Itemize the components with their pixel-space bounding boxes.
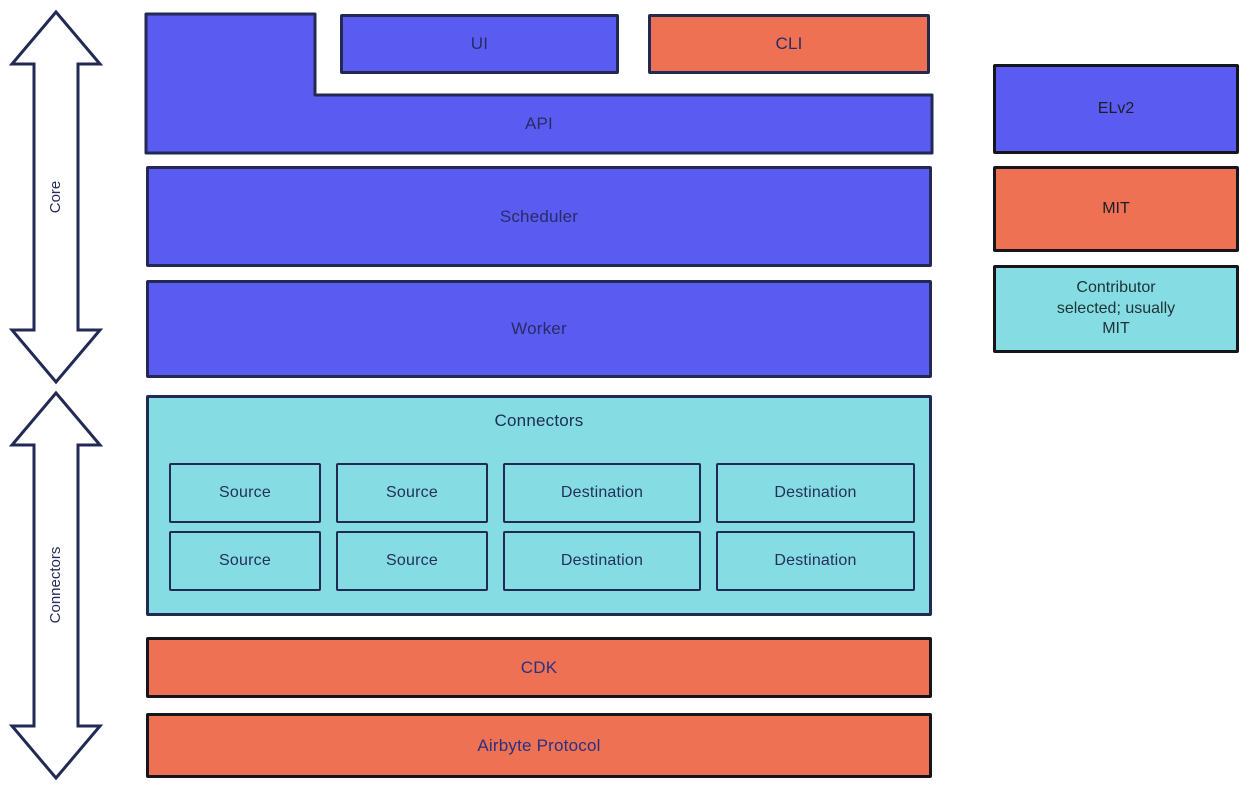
legend-contributor: Contributor selected; usually MIT [993,265,1239,353]
legend-elv2-label: ELv2 [1097,99,1135,117]
core-double-arrow-icon [8,9,104,385]
scheduler-block-label: Scheduler [499,206,579,226]
legend-contributor-line: Contributor [1076,278,1156,296]
worker-block-label: Worker [511,319,567,338]
api-block-label: API [524,114,553,133]
ui-block: UI [340,14,619,74]
source-box-label: Source [219,484,271,501]
source-box: Source [169,531,321,591]
destination-box-label: Destination [774,484,857,501]
source-box-label: Source [386,484,438,501]
destination-box: Destination [716,463,915,523]
connectors-arrow-label: Connectors [47,546,64,624]
destination-box-label: Destination [560,484,644,501]
scheduler-block: Scheduler [146,166,932,267]
destination-box: Destination [716,531,915,591]
ui-block-label: UI [470,34,489,53]
destination-box-label: Destination [774,552,857,569]
legend-elv2: ELv2 [993,64,1239,154]
cli-block: CLI [648,14,930,74]
legend-contributor-line: MIT [1102,320,1130,338]
destination-box: Destination [503,463,701,523]
destination-box-label: Destination [560,552,644,569]
protocol-block-label: Airbyte Protocol [477,735,601,755]
cli-block-label: CLI [775,34,803,53]
legend-contributor-line: selected; usually [1056,299,1176,317]
source-box-label: Source [386,552,438,569]
cdk-block-label: CDK [520,657,558,677]
destination-box: Destination [503,531,701,591]
connectors-group-title: Connectors [494,411,584,430]
source-box: Source [336,531,488,591]
worker-block: Worker [146,280,932,378]
protocol-block: Airbyte Protocol [146,713,932,778]
webapp-api-lshape-block [144,12,934,155]
source-box: Source [169,463,321,523]
connectors-double-arrow-icon [8,390,104,781]
legend-mit: MIT [993,166,1239,252]
connectors-group: Connectors Source Source Destination Des… [146,395,932,616]
source-box: Source [336,463,488,523]
core-arrow-label: Core [47,180,64,214]
api-block: API [146,95,932,153]
source-box-label: Source [219,552,271,569]
cdk-block: CDK [146,637,932,698]
legend-mit-label: MIT [1102,199,1130,217]
